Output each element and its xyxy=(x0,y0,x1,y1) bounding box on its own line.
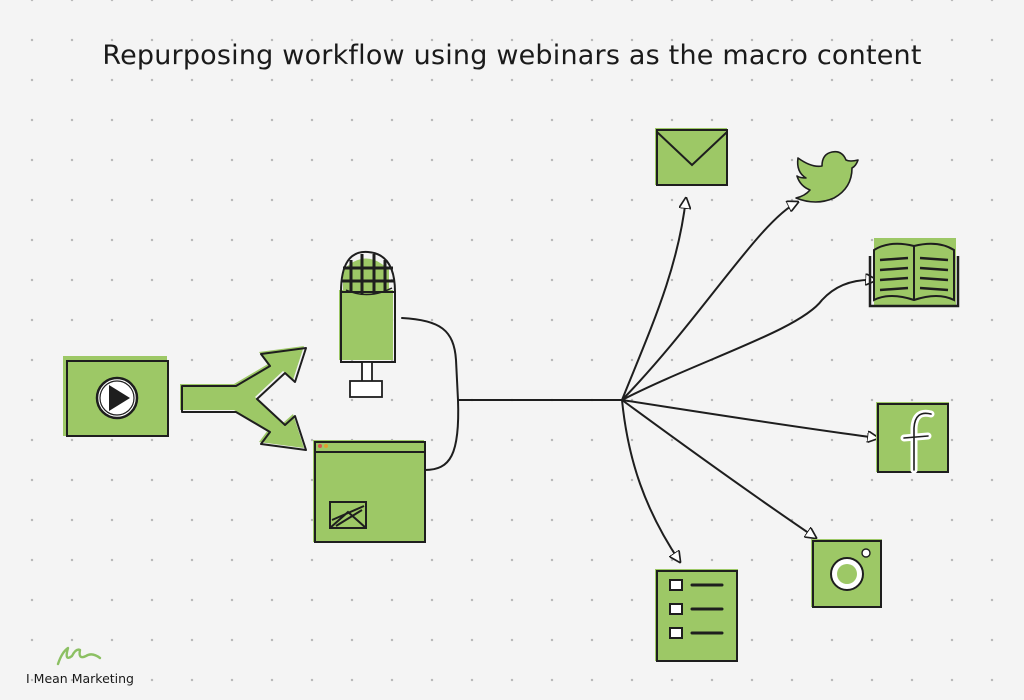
twitter-bird-icon xyxy=(795,150,859,203)
merge-connectors xyxy=(401,317,623,471)
m-signature-logo xyxy=(56,646,102,666)
facebook-icon xyxy=(876,402,949,474)
fanout-arrows xyxy=(621,198,878,562)
arrow-to-checklist xyxy=(621,399,680,562)
arrow-to-facebook xyxy=(621,399,878,438)
instagram-icon xyxy=(811,539,882,608)
ebook-icon xyxy=(868,238,960,308)
blog-webpage-icon xyxy=(313,440,426,543)
arrow-to-twitter xyxy=(621,202,798,401)
video-play-icon xyxy=(63,356,169,437)
podcast-microphone-icon xyxy=(339,250,396,398)
diagram-title: Repurposing workflow using webinars as t… xyxy=(102,40,922,71)
arrow-to-email xyxy=(621,198,686,401)
split-arrow xyxy=(180,346,307,451)
arrow-to-ebook xyxy=(621,280,876,401)
email-icon xyxy=(655,128,728,186)
checklist-icon xyxy=(655,569,738,662)
arrow-to-instagram xyxy=(621,399,816,538)
brand-name: I Mean Marketing xyxy=(26,671,134,686)
